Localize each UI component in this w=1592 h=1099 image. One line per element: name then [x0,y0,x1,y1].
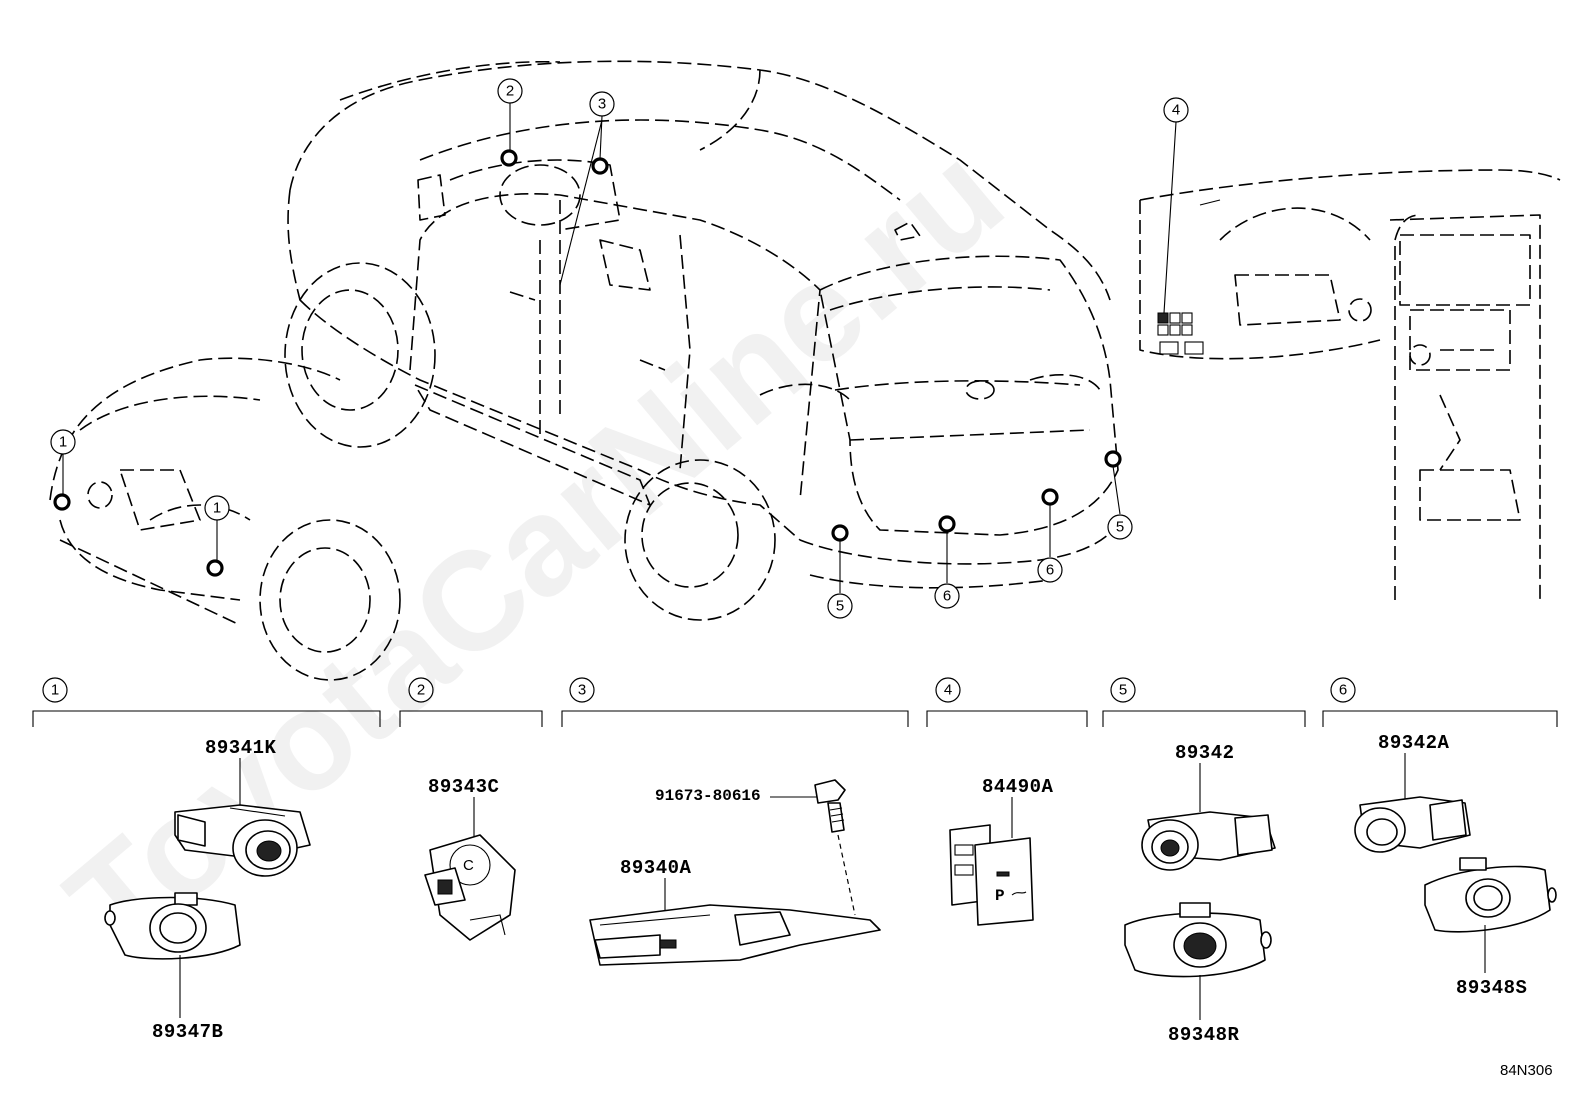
location-ring-5a [831,524,849,542]
switch-glyph: P [995,887,1005,905]
dashboard-inset [1139,169,1561,600]
svg-text:1: 1 [51,682,59,699]
ecu-89340A [589,904,881,966]
group-4-parts: 84490A P [949,776,1054,926]
parking-assist-switch-84490A: P [949,824,1034,926]
part-number-89341K: 89341K [205,737,277,759]
location-ring-3 [591,157,609,175]
group-3-parts: 91673-80616 89340A [589,779,881,966]
svg-text:6: 6 [1046,562,1054,579]
group-1-parts: 89341K 89347B [104,737,311,1043]
location-callout-2: 2 [497,78,523,104]
group-header-3: 3 [561,677,909,727]
svg-text:6: 6 [943,588,951,605]
group-2-parts: 89343C C [424,776,516,941]
location-callout-5b: 5 [1107,514,1133,540]
group-header-2: 2 [399,677,543,727]
location-ring-6a [938,515,956,533]
bezel-89348R [1124,902,1272,978]
location-ring-1b [206,559,224,577]
diagram-code: 84N306 [1500,1062,1553,1079]
location-callout-3: 3 [589,91,615,117]
group-header-5: 5 [1102,677,1306,727]
sensor-89343C: C [424,834,516,941]
part-number-89342: 89342 [1175,742,1235,764]
location-callouts: 1 1 2 3 4 5 5 6 6 [50,78,1189,619]
group-header-1: 1 [32,677,381,727]
location-callout-4: 4 [1163,97,1189,123]
svg-text:3: 3 [578,682,586,699]
location-callout-1b: 1 [204,495,230,521]
bezel-89347B [104,892,241,960]
svg-text:5: 5 [836,598,844,615]
svg-text:2: 2 [506,83,514,100]
svg-text:4: 4 [1172,102,1180,119]
location-callout-6a: 6 [934,583,960,609]
location-ring-6b [1041,488,1059,506]
group-headers: 1 2 3 4 5 6 [32,677,1558,727]
sensor-89342 [1141,811,1276,871]
location-ring-5b [1104,450,1122,468]
location-ring-2 [500,149,518,167]
svg-text:4: 4 [944,682,952,699]
part-number-89348S: 89348S [1456,977,1527,999]
sensor-89342A [1354,796,1471,853]
group-6-parts: 89342A 89348S [1354,732,1557,999]
location-leaders [62,103,1177,593]
location-ring-1a [53,493,71,511]
group-5-parts: 89342 89348R [1124,742,1276,1046]
location-callout-1a: 1 [50,429,76,455]
group-header-4: 4 [926,677,1088,727]
svg-text:5: 5 [1119,682,1127,699]
part-number-89347B: 89347B [152,1021,223,1043]
sensor-89341K [174,804,311,877]
group-header-6: 6 [1322,677,1558,727]
svg-text:3: 3 [598,96,606,113]
bezel-89348S [1424,857,1557,933]
svg-text:C: C [463,857,474,874]
svg-text:2: 2 [417,682,425,699]
location-callout-6b: 6 [1037,557,1063,583]
part-number-91673-80616: 91673-80616 [655,787,761,805]
part-number-89342A: 89342A [1378,732,1450,754]
svg-text:1: 1 [213,500,221,517]
location-markers [53,149,1122,577]
part-number-84490A: 84490A [982,776,1054,798]
part-number-89340A: 89340A [620,857,692,879]
vehicle-outline [284,60,1121,621]
part-number-89343C: 89343C [428,776,499,798]
location-callout-5a: 5 [827,593,853,619]
svg-text:5: 5 [1116,519,1124,536]
svg-text:6: 6 [1339,682,1347,699]
part-number-89348R: 89348R [1168,1024,1240,1046]
watermark: ToyotaCarNine.ru [38,114,1031,983]
svg-text:1: 1 [59,434,67,451]
bolt-91673-80616 [814,779,846,833]
